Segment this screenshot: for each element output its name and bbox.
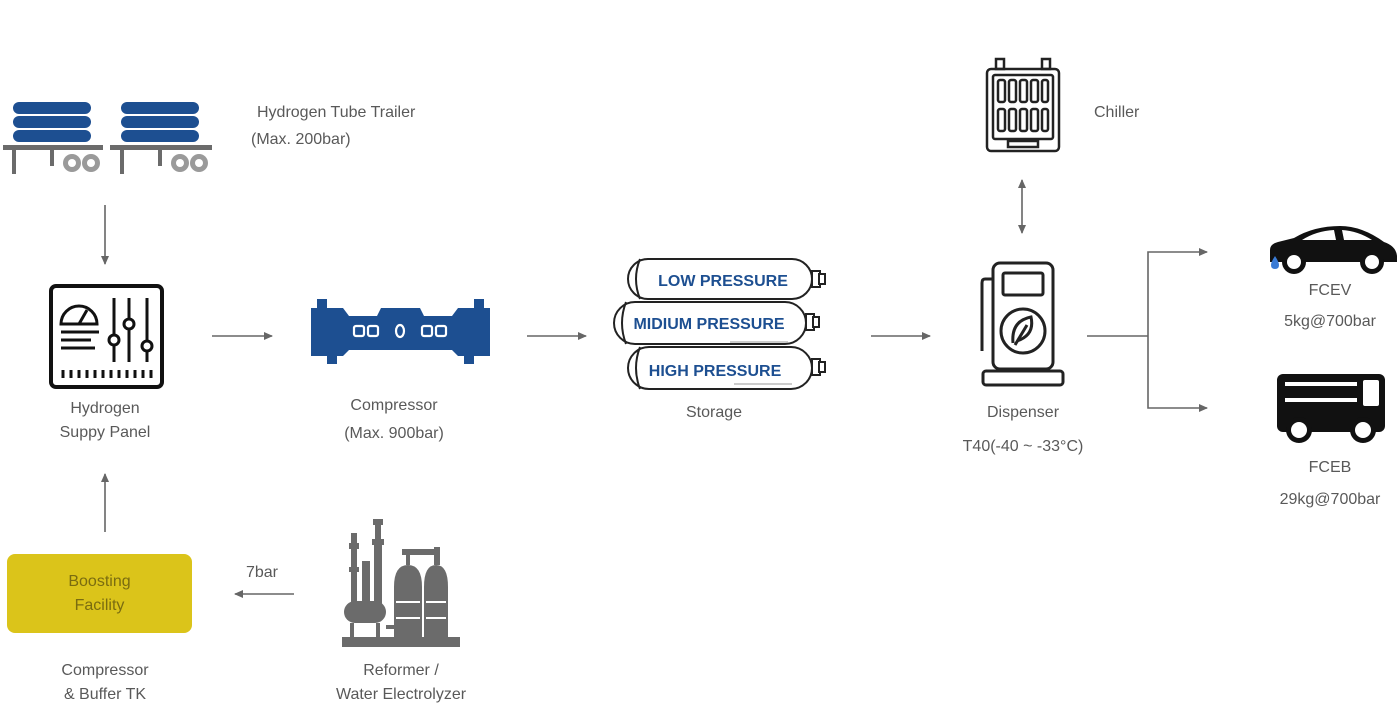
fceb-capacity: 29kg@700bar — [1279, 491, 1381, 508]
dispenser-temperature: T40(-40 ~ -33°C) — [962, 438, 1084, 455]
tube-trailer-icon — [3, 102, 212, 174]
boosting-box-line-2: Facility — [74, 596, 125, 614]
chiller-icon — [985, 57, 1061, 153]
boosting-label-1: Compressor — [61, 662, 149, 679]
boosting-box-line-1: Boosting — [68, 572, 131, 590]
boosting-facility-box: Boosting Facility — [7, 554, 192, 633]
tank-label-high: HIGH PRESSURE — [649, 363, 782, 380]
tube-trailer-pressure: (Max. 200bar) — [251, 131, 351, 148]
compressor-icon — [311, 299, 490, 364]
reformer-label-2: Water Electrolyzer — [335, 686, 467, 703]
dispenser-icon — [980, 261, 1065, 387]
fceb-label: FCEB — [1308, 459, 1352, 476]
arrow-to-fceb — [1147, 336, 1208, 412]
factory-icon — [342, 519, 460, 647]
dispenser-label: Dispenser — [986, 404, 1060, 421]
compressor-label: Compressor — [350, 397, 438, 414]
chiller-label: Chiller — [1094, 104, 1140, 121]
car-icon — [1270, 226, 1397, 274]
supply-panel-label-1: Hydrogen — [70, 400, 140, 417]
boosting-label-2: & Buffer TK — [63, 686, 147, 703]
supply-panel-icon — [49, 284, 164, 389]
fcev-capacity: 5kg@700bar — [1284, 313, 1376, 330]
arrow-to-fcev — [1147, 248, 1208, 336]
bus-icon — [1277, 374, 1385, 443]
storage-tanks-icon: LOW PRESSURE MIDIUM PRESSURE HIGH PRESSU… — [613, 258, 826, 390]
storage-label: Storage — [685, 404, 743, 421]
compressor-pressure: (Max. 900bar) — [344, 425, 444, 442]
fcev-label: FCEV — [1308, 282, 1352, 299]
reformer-label-1: Reformer / — [363, 662, 439, 679]
tank-label-low: LOW PRESSURE — [658, 273, 788, 290]
supply-panel-label-2: Suppy Panel — [59, 424, 151, 441]
tube-trailer-label: Hydrogen Tube Trailer — [257, 104, 416, 121]
edge-label-7bar: 7bar — [245, 564, 279, 581]
tank-label-medium: MIDIUM PRESSURE — [633, 316, 784, 333]
